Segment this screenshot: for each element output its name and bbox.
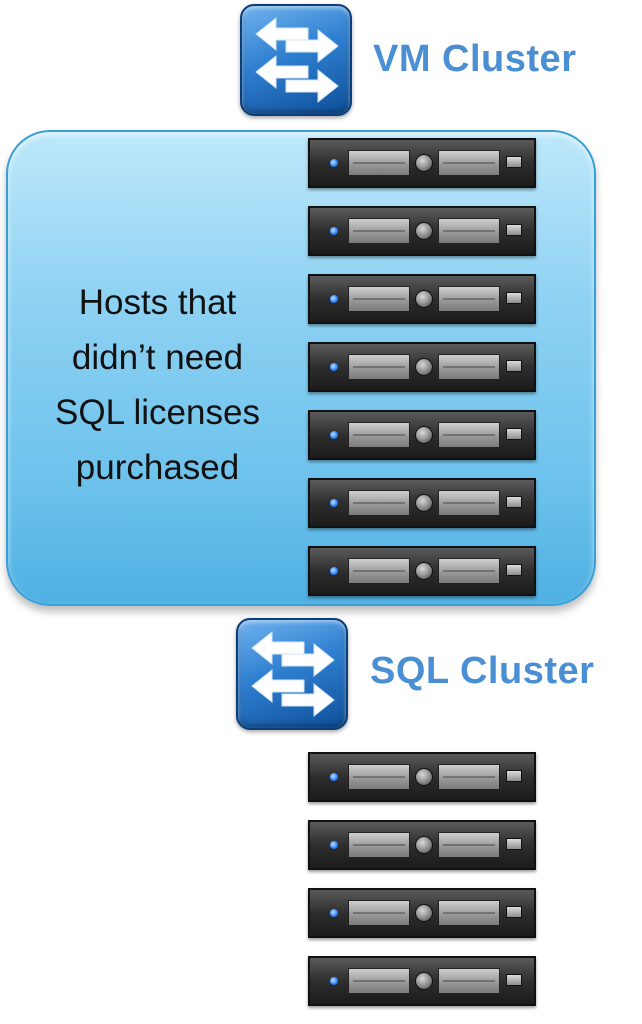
power-led-icon <box>330 431 338 439</box>
host-group-label-line: SQL licenses <box>55 393 260 432</box>
vm-cluster-switch-icon <box>240 4 352 116</box>
power-led-icon <box>330 841 338 849</box>
vm-server-2 <box>308 206 536 256</box>
host-group-label-line: didn’t need <box>71 338 244 377</box>
vm-server-6 <box>308 478 536 528</box>
power-led-icon <box>330 363 338 371</box>
power-led-icon <box>330 499 338 507</box>
sql-server-2 <box>308 820 536 870</box>
host-group-label: Hosts that didn’t need SQL licenses purc… <box>30 275 285 495</box>
vm-server-7 <box>308 546 536 596</box>
host-group-label-line: purchased <box>75 448 240 487</box>
power-led-icon <box>330 567 338 575</box>
vm-cluster-label: VM Cluster <box>373 38 577 80</box>
host-group-label-line: Hosts that <box>78 283 237 322</box>
power-led-icon <box>330 977 338 985</box>
power-led-icon <box>330 159 338 167</box>
vm-server-3 <box>308 274 536 324</box>
power-led-icon <box>330 295 338 303</box>
sql-server-3 <box>308 888 536 938</box>
power-led-icon <box>330 909 338 917</box>
sql-cluster-label: SQL Cluster <box>370 650 595 692</box>
vm-server-5 <box>308 410 536 460</box>
power-led-icon <box>330 227 338 235</box>
sql-server-1 <box>308 752 536 802</box>
vm-server-4 <box>308 342 536 392</box>
vm-server-1 <box>308 138 536 188</box>
sql-server-4 <box>308 956 536 1006</box>
sql-cluster-switch-icon <box>236 618 348 730</box>
power-led-icon <box>330 773 338 781</box>
